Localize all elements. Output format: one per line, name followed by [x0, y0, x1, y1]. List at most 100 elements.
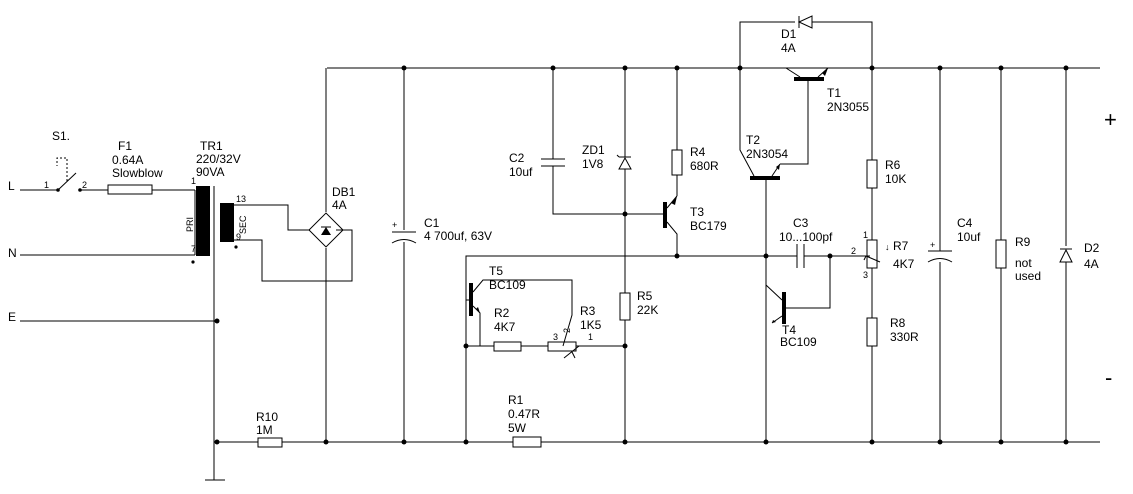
tr1-pin7: 7 — [191, 244, 196, 254]
t1-value: 2N3055 — [827, 100, 869, 114]
pass-transistors: D1 4A T1 2N3055 T2 2N3054 — [737, 15, 875, 445]
r10-resistor: R10 1M — [214, 410, 283, 448]
terminal-line-label: L — [8, 179, 15, 193]
t3-value: BC179 — [690, 219, 727, 233]
tr1-pin13: 13 — [236, 194, 246, 204]
s1-actuator — [56, 157, 68, 181]
zd1-ref: ZD1 — [582, 143, 605, 157]
positive-rail-label: + — [1104, 107, 1117, 132]
r10-value: 1M — [256, 423, 273, 437]
s1-pin2: 2 — [82, 180, 87, 190]
t3-ref: T3 — [690, 205, 704, 219]
f1-fuse — [107, 184, 153, 195]
tr1-value: 220/32V — [196, 152, 241, 166]
r3-body — [547, 341, 577, 352]
r3-value: 1K5 — [580, 318, 602, 332]
tr1-secondary-winding — [220, 203, 234, 242]
db1-body — [308, 212, 344, 248]
f1-ref: F1 — [118, 139, 132, 153]
tr1-sec-label: SEC — [238, 215, 248, 234]
svg-text:+: + — [392, 220, 397, 230]
db1-value: 4A — [332, 198, 347, 212]
c3-ref: C3 — [793, 216, 809, 230]
d1-ref: D1 — [781, 27, 797, 41]
r8-ref: R8 — [890, 316, 906, 330]
r1-value: 0.47R — [508, 407, 540, 421]
r3-ref: R3 — [580, 304, 596, 318]
r7-arrow: ↓ — [885, 242, 890, 252]
r7-pin1: 1 — [863, 230, 868, 240]
r9-value: not — [1015, 256, 1032, 270]
svg-text:+: + — [930, 240, 935, 250]
mains-input: L N E S1. 1 2 F1 0.64A Slowblow — [8, 129, 220, 324]
d2-ref: D2 — [1084, 241, 1100, 255]
output-section: + C4 10uf R9 not used D2 4A — [927, 65, 1100, 445]
r8-body — [866, 317, 878, 347]
c2-ref: C2 — [509, 151, 525, 165]
tr1-pin9: 9 — [236, 232, 241, 242]
t3-base — [663, 202, 667, 228]
t2-value: 2N3054 — [746, 147, 788, 161]
r5-value: 22K — [637, 303, 658, 317]
rails: + - — [217, 67, 1117, 443]
negative-rail-label: - — [1105, 365, 1112, 390]
r7-value: 4K7 — [893, 257, 915, 271]
c3-value: 10...100pf — [779, 230, 833, 244]
t4-value: BC109 — [780, 335, 817, 349]
r1-rating: 5W — [508, 421, 527, 435]
terminal-earth-label: E — [8, 310, 16, 324]
t5-base — [469, 283, 473, 316]
r4-value: 680R — [690, 159, 719, 173]
t4-ref: T4 — [782, 323, 796, 337]
zd1-value: 1V8 — [582, 157, 604, 171]
reference-section: C2 10uf ZD1 1V8 R4 680R T3 BC179 — [509, 65, 727, 293]
s1-ref: S1. — [52, 129, 70, 143]
r4-body — [671, 149, 683, 176]
r5-body — [619, 292, 631, 321]
f1-type: Slowblow — [112, 166, 163, 180]
t2-ref: T2 — [746, 133, 760, 147]
divider-section: R6 10K ↓ R7 4K7 1 2 3 R8 330R — [851, 68, 919, 445]
f1-value: 0.64A — [112, 153, 143, 167]
r7-pin3: 3 — [863, 270, 868, 280]
r7-body — [866, 239, 878, 269]
t1-ref: T1 — [827, 86, 841, 100]
r6-ref: R6 — [885, 158, 901, 172]
r2-body — [493, 341, 522, 352]
r7-pin2: 2 — [851, 246, 856, 256]
t5-ref: T5 — [489, 264, 503, 278]
r6-body — [866, 159, 878, 189]
c4-ref: C4 — [957, 216, 973, 230]
r2-value: 4K7 — [494, 320, 516, 334]
r8-value: 330R — [890, 330, 919, 344]
t1-base — [794, 77, 824, 81]
r1-ref: R1 — [508, 393, 524, 407]
d2-value: 4A — [1084, 257, 1099, 271]
c2-value: 10uf — [509, 165, 533, 179]
r6-value: 10K — [885, 172, 906, 186]
r10-body — [257, 437, 283, 448]
tr1-pin1: 1 — [191, 176, 196, 186]
r9-body — [995, 239, 1007, 269]
r7-ref: R7 — [893, 239, 909, 253]
terminal-neutral-label: N — [8, 246, 17, 260]
s1-switch — [57, 172, 77, 191]
r3-pin1: 1 — [588, 332, 593, 342]
error-amplifier: C3 10...100pf T4 BC109 — [765, 216, 866, 349]
r3-pin2: 2 — [562, 328, 572, 333]
t4-base — [782, 292, 786, 324]
r3-pin3: 3 — [553, 332, 558, 342]
tr1-rating: 90VA — [196, 165, 224, 179]
r4-ref: R4 — [690, 145, 706, 159]
tr1-primary-winding — [196, 186, 210, 256]
r5-ref: R5 — [637, 289, 653, 303]
r9-value2: used — [1015, 269, 1041, 283]
t2-base — [750, 176, 780, 180]
tr1-ref: TR1 — [200, 139, 223, 153]
t5-value: BC109 — [489, 278, 526, 292]
tr1-transformer: TR1 220/32V 90VA 1 7 13 9 PRI SEC — [185, 139, 248, 481]
r1-body — [512, 436, 542, 448]
r10-ref: R10 — [256, 410, 278, 424]
c1-ref: C1 — [424, 216, 440, 230]
